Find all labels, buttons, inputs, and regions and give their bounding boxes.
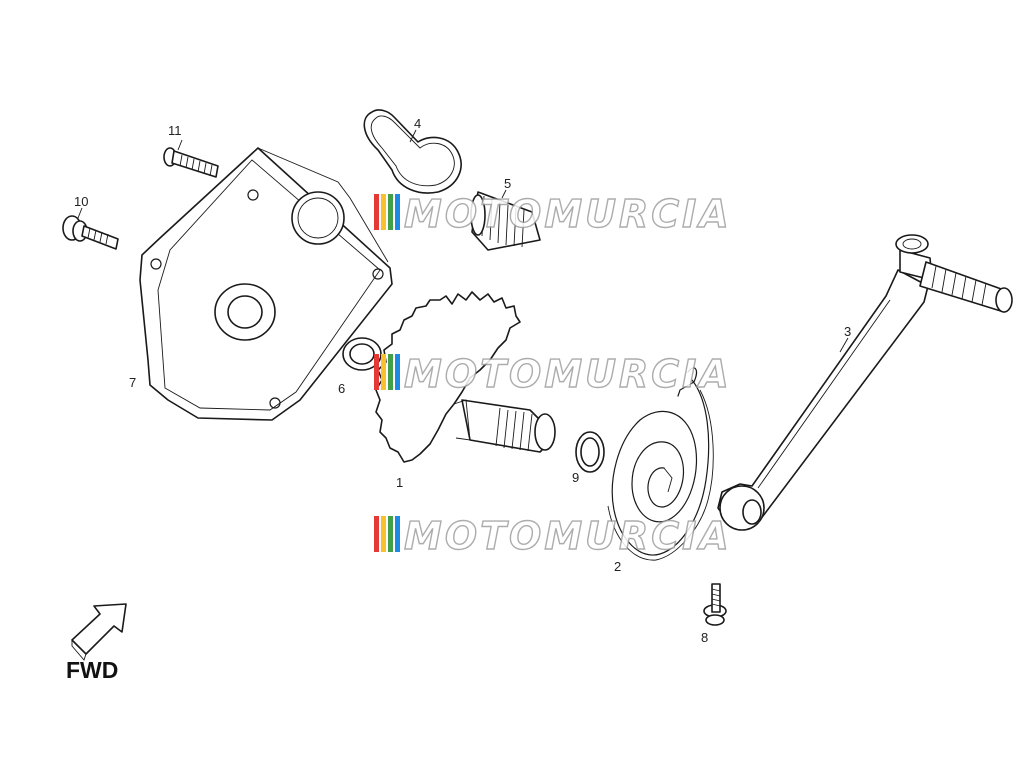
callout-1: 1 [396, 475, 403, 490]
fwd-label: FWD [66, 657, 118, 683]
cover-screw [163, 147, 219, 178]
callout-9: 9 [572, 470, 579, 485]
oil-seal [342, 337, 382, 371]
watermark-text: MOTOMURCIA [404, 192, 732, 236]
lever-bolt [703, 583, 727, 626]
callout-7: 7 [129, 375, 136, 390]
callout-2: 2 [614, 559, 621, 574]
callout-leaders [77, 129, 849, 353]
driven-gear [470, 191, 541, 251]
kick-starter-lever [717, 234, 1013, 531]
washer [575, 431, 605, 473]
kick-starter-shaft-gear [375, 291, 556, 463]
callout-8: 8 [701, 630, 708, 645]
callout-10: 10 [74, 194, 88, 209]
forward-direction-arrow [71, 603, 127, 661]
watermark-top: MOTOMURCIA [374, 191, 732, 237]
watermark-middle: MOTOMURCIA [374, 351, 732, 397]
callout-6: 6 [338, 381, 345, 396]
cover-screw-with-washer [62, 215, 119, 250]
transmission-cover [139, 147, 393, 421]
return-spring [607, 367, 714, 561]
watermark-bottom: MOTOMURCIA [374, 513, 732, 559]
callout-11: 11 [168, 123, 182, 138]
callout-3: 3 [844, 324, 851, 339]
watermark-text: MOTOMURCIA [404, 514, 732, 558]
callout-4: 4 [414, 116, 421, 131]
callout-5: 5 [504, 176, 511, 191]
watermark-text: MOTOMURCIA [404, 352, 732, 396]
cover-gasket [363, 109, 462, 194]
